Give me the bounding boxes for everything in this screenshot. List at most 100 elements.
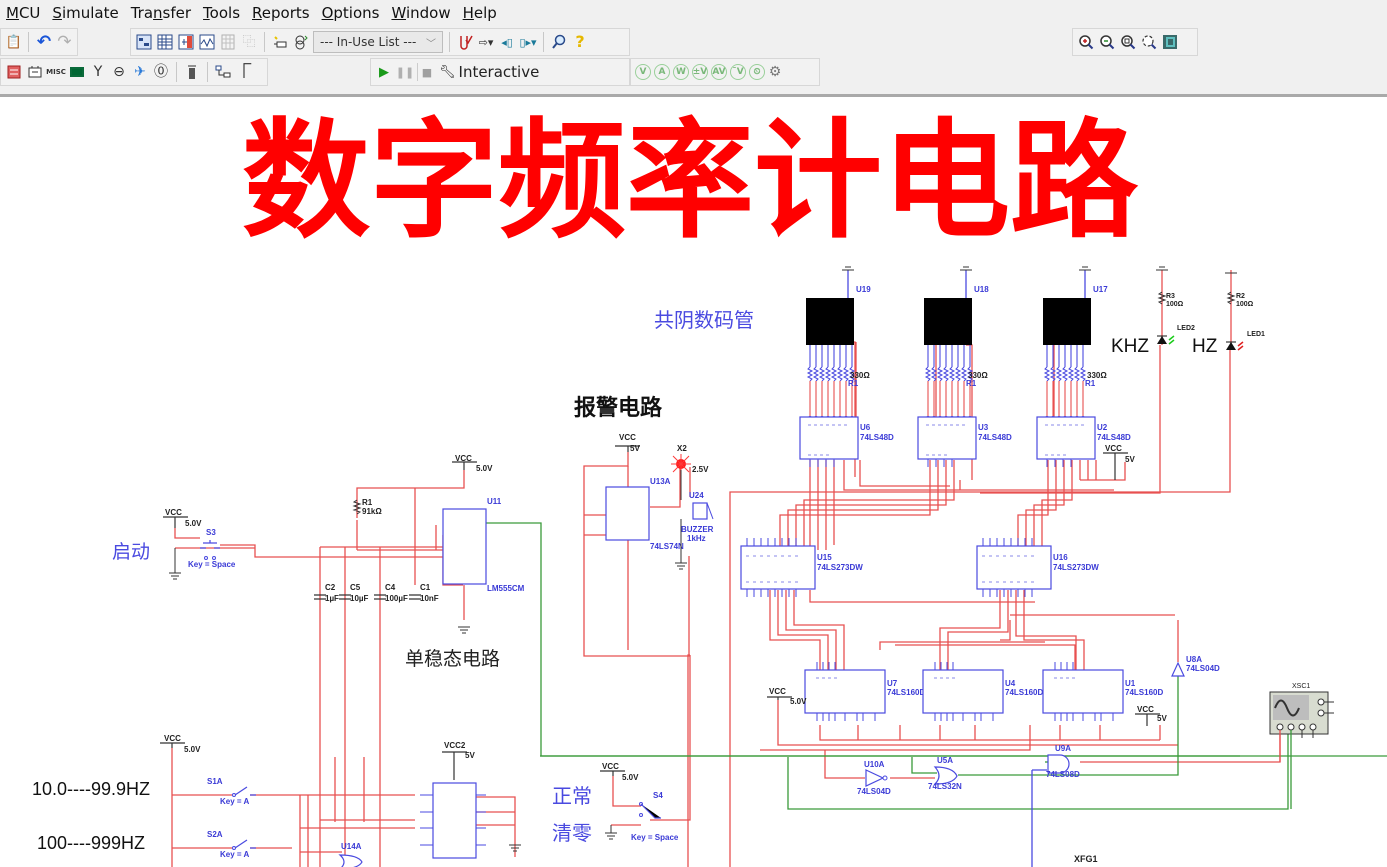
spreadsheet-icon[interactable]	[156, 33, 174, 51]
alarm-vcc-label: VCC	[619, 433, 636, 442]
power-icon[interactable]: ⓪	[154, 64, 168, 80]
undo-icon[interactable]: ↶	[36, 31, 52, 52]
redo-icon[interactable]: ↷	[57, 31, 72, 52]
digital-probe-icon[interactable]: ⏲	[749, 64, 765, 80]
ni-component-icon[interactable]	[183, 63, 201, 81]
indicator-icon[interactable]	[68, 63, 86, 81]
toolbar-separator	[264, 32, 265, 52]
back-annotate-icon[interactable]: ⇨▾	[478, 35, 494, 49]
mcu-icon[interactable]: ✈	[134, 64, 146, 80]
led-hz[interactable]: R2 100Ω LED1	[1225, 270, 1265, 351]
gate-u10a[interactable]: U10A 74LS04D	[857, 760, 891, 796]
voltage-probe-icon[interactable]: V	[635, 64, 651, 80]
menu-help[interactable]: Help	[462, 4, 497, 22]
ttl-icon[interactable]	[5, 63, 23, 81]
menu-options[interactable]: Options	[321, 4, 380, 22]
differential-probe-icon[interactable]: ±V	[692, 64, 708, 80]
gate-u8a[interactable]: U8A 74LS04D	[1171, 620, 1220, 677]
help-icon[interactable]: ?	[575, 32, 585, 51]
gate-u8a-ref: U8A	[1186, 655, 1202, 664]
erc-icon[interactable]	[456, 33, 474, 51]
buzzer-ref: U24	[689, 491, 704, 500]
misc-digital-icon[interactable]: MISC	[46, 67, 66, 76]
gate-u9a[interactable]: U9A 74LS08D	[1046, 744, 1080, 779]
led-khz[interactable]: R3 100Ω LED2	[1156, 266, 1195, 345]
toolbar-separator	[449, 32, 450, 52]
menu-reports[interactable]: Reports	[252, 4, 310, 22]
normal-label: 正常	[552, 784, 592, 808]
power-probe-icon[interactable]: W	[673, 64, 689, 80]
monostable-section-label: 单稳态电路	[405, 648, 500, 670]
in-use-list-value: --- In-Use List ---	[320, 35, 417, 49]
menu-transfer[interactable]: Transfer	[130, 4, 192, 22]
forward-annotate-icon[interactable]: ◂▯	[501, 35, 513, 49]
zoom-area-icon[interactable]	[1119, 33, 1137, 51]
zoom-fit-icon[interactable]	[1140, 33, 1158, 51]
paste-icon[interactable]: 📋	[5, 34, 22, 50]
gate-u14a[interactable]: U14A	[338, 842, 363, 867]
menu-mcu[interactable]: MCU	[6, 4, 41, 22]
gate-u5a[interactable]: U5A 74LS32N	[928, 756, 962, 791]
buzzer-icon	[692, 502, 708, 520]
voltage-current-probe-icon[interactable]: AV	[711, 64, 727, 80]
alarm-circuit[interactable]: VCC 5V U13A 74LS74N X2 2.5V U24 BUZZER 1…	[605, 433, 714, 570]
design-toolbox-icon[interactable]	[135, 33, 153, 51]
find-examples-icon[interactable]	[550, 33, 568, 51]
blue-wire	[1031, 769, 1047, 867]
zoom-out-icon[interactable]	[1098, 33, 1116, 51]
schematic-canvas[interactable]: 数字频率计电路	[0, 97, 1387, 867]
menu-window[interactable]: Window	[391, 4, 451, 22]
power-symbols: VCC 5.0V VCC 5.0V VCC 5.0V VCC 5.0V VCC …	[160, 444, 1167, 852]
capacitor-ref: C2	[325, 583, 336, 592]
zoom-in-icon[interactable]	[1077, 33, 1095, 51]
probe-settings-icon[interactable]: ⚙	[768, 64, 782, 80]
annotate-icon[interactable]: ▯▸▾	[519, 35, 537, 49]
database-icon[interactable]	[177, 33, 195, 51]
oscilloscope-xsc1[interactable]: XSC1	[1269, 683, 1334, 809]
reference-probe-icon[interactable]: ¯V	[730, 64, 746, 80]
bus-icon[interactable]: ⎾	[237, 64, 251, 80]
postprocessor-icon[interactable]	[219, 33, 237, 51]
electromechanical-icon[interactable]: ⊖	[113, 64, 125, 80]
rf-antenna-icon[interactable]: Y	[93, 64, 103, 80]
latch-ref: U16	[1053, 553, 1068, 562]
interactive-mode-button[interactable]: 🔧︎ Interactive	[439, 63, 539, 81]
component-wizard-icon[interactable]	[271, 33, 289, 51]
menu-simulate[interactable]: Simulate	[52, 4, 119, 22]
description-icon[interactable]: ⿻	[242, 34, 256, 50]
monostable-circuit[interactable]: VCC 5.0V U11 LM555CM R1 91kΩ C21µFC510µF…	[314, 454, 525, 634]
led1-resistor-ref: R2	[1236, 293, 1245, 300]
grapher-icon[interactable]	[198, 33, 216, 51]
latch-ref: U15	[817, 553, 832, 562]
hierarchical-block-icon[interactable]	[214, 63, 232, 81]
stop-icon[interactable]: ■	[417, 63, 436, 81]
pause-icon[interactable]: ❚❚	[395, 65, 415, 79]
counter-vcc-value: 5.0V	[790, 697, 807, 706]
clear-label: 清零	[552, 821, 592, 845]
database-manager-icon[interactable]	[292, 33, 310, 51]
full-screen-icon[interactable]	[1161, 33, 1179, 51]
menu-tools[interactable]: Tools	[203, 4, 241, 22]
mixed-icon[interactable]	[26, 63, 44, 81]
red-wires	[171, 341, 1281, 867]
run-icon[interactable]: ▶	[379, 64, 389, 80]
in-use-list-dropdown[interactable]: --- In-Use List --- ﹀	[313, 31, 443, 53]
current-probe-icon[interactable]: A	[654, 64, 670, 80]
